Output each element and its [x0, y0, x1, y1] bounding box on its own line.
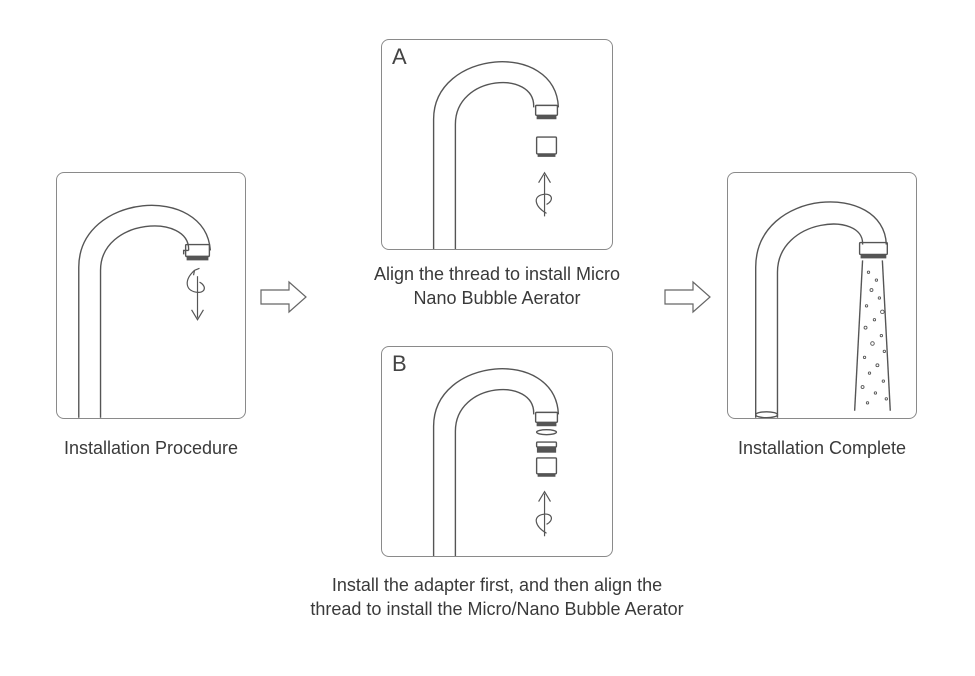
- option-a-letter: A: [392, 44, 407, 69]
- panel-installation-complete: [727, 172, 917, 419]
- rotate-down-arrow-icon: [186, 267, 205, 321]
- water-bubbles-icon: [860, 270, 888, 405]
- caption-option-a: Align the thread to install Micro Nano B…: [373, 264, 621, 308]
- faucet-aerator-illustration: [432, 61, 560, 249]
- flow-arrow-icon-right: [664, 280, 711, 314]
- faucet-remove-illustration: [78, 204, 212, 418]
- flow-arrow-icon-left: [260, 280, 307, 314]
- caption-installation-complete: Installation Complete: [737, 438, 907, 458]
- panel-option-a: A: [381, 39, 613, 250]
- panel-option-b: B: [381, 346, 613, 557]
- faucet-complete-illustration: [755, 201, 891, 418]
- rotate-up-arrow-icon: [535, 171, 552, 217]
- rotate-up-arrow-icon: [535, 490, 552, 537]
- caption-option-b: Install the adapter first, and then alig…: [310, 575, 684, 619]
- faucet-adapter-illustration: [432, 368, 560, 556]
- caption-installation-procedure: Installation Procedure: [63, 438, 239, 458]
- panel-installation-procedure: [56, 172, 246, 419]
- option-b-letter: B: [392, 351, 407, 376]
